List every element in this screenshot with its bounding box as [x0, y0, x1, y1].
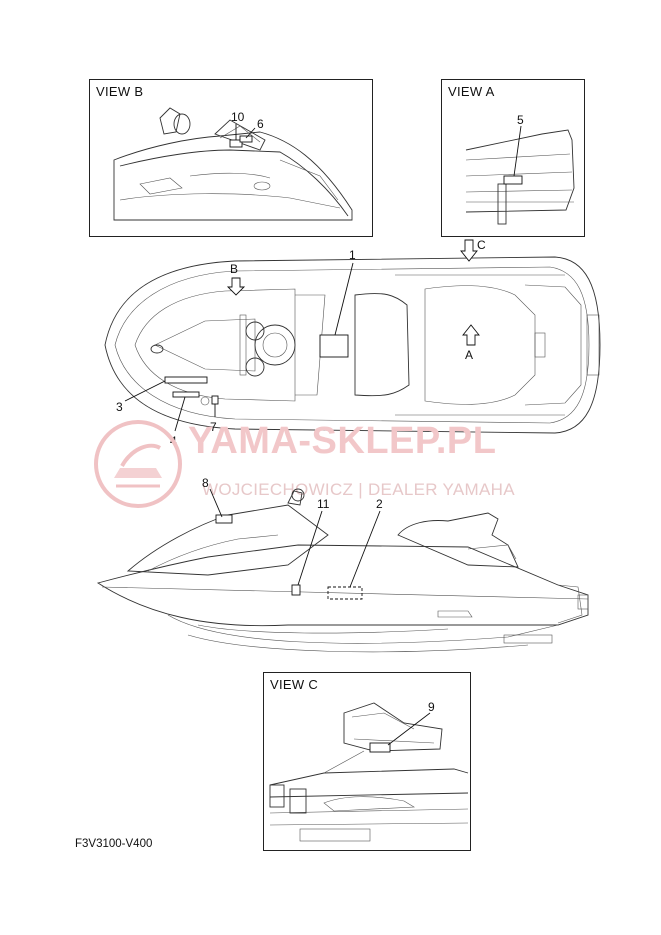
callout-5: 5 [517, 113, 524, 127]
view-c-drawing: 9 [269, 700, 469, 842]
top-view-drawing: 1 3 4 7 B C A [104, 238, 601, 448]
callout-1: 1 [349, 248, 356, 262]
view-c-arrow [460, 239, 478, 262]
side-decal-2 [327, 586, 363, 600]
callout-10: 10 [231, 110, 245, 124]
view-b-arrow-label: B [230, 262, 238, 276]
callout-4: 4 [170, 434, 177, 448]
view-a-decal-5 [503, 175, 523, 185]
top-decal-3 [164, 376, 208, 384]
view-a-arrow [462, 324, 480, 346]
top-decal-4 [172, 391, 200, 398]
callout-7: 7 [210, 420, 217, 434]
view-c-decal-9 [369, 742, 391, 753]
part-code: F3V3100-V400 [75, 838, 153, 850]
view-c-arrow-label: C [477, 238, 486, 252]
callout-3: 3 [116, 400, 123, 414]
view-a-title: VIEW A [448, 84, 495, 99]
callout-2: 2 [376, 497, 383, 511]
callout-6: 6 [257, 117, 264, 131]
view-a-drawing: 5 [465, 113, 575, 225]
view-b-drawing: 10 6 [113, 107, 353, 221]
callout-8: 8 [202, 476, 209, 490]
view-b-decal-6 [239, 135, 253, 143]
side-view-drawing: 8 11 2 [96, 476, 589, 653]
view-c-panel: VIEW C 9 [263, 672, 471, 851]
view-c-title: VIEW C [270, 677, 319, 692]
view-b-panel: VIEW B 10 6 [89, 79, 373, 237]
view-b-arrow [226, 277, 246, 296]
top-decal-1 [319, 334, 349, 358]
top-decal-7 [211, 395, 219, 405]
view-a-panel: VIEW A 5 [441, 79, 585, 237]
side-decal-8 [215, 514, 233, 524]
side-decal-11 [291, 584, 301, 596]
callout-9: 9 [428, 700, 435, 714]
callout-11: 11 [317, 497, 330, 511]
view-a-arrow-label: A [465, 348, 473, 362]
view-b-title: VIEW B [96, 84, 144, 99]
